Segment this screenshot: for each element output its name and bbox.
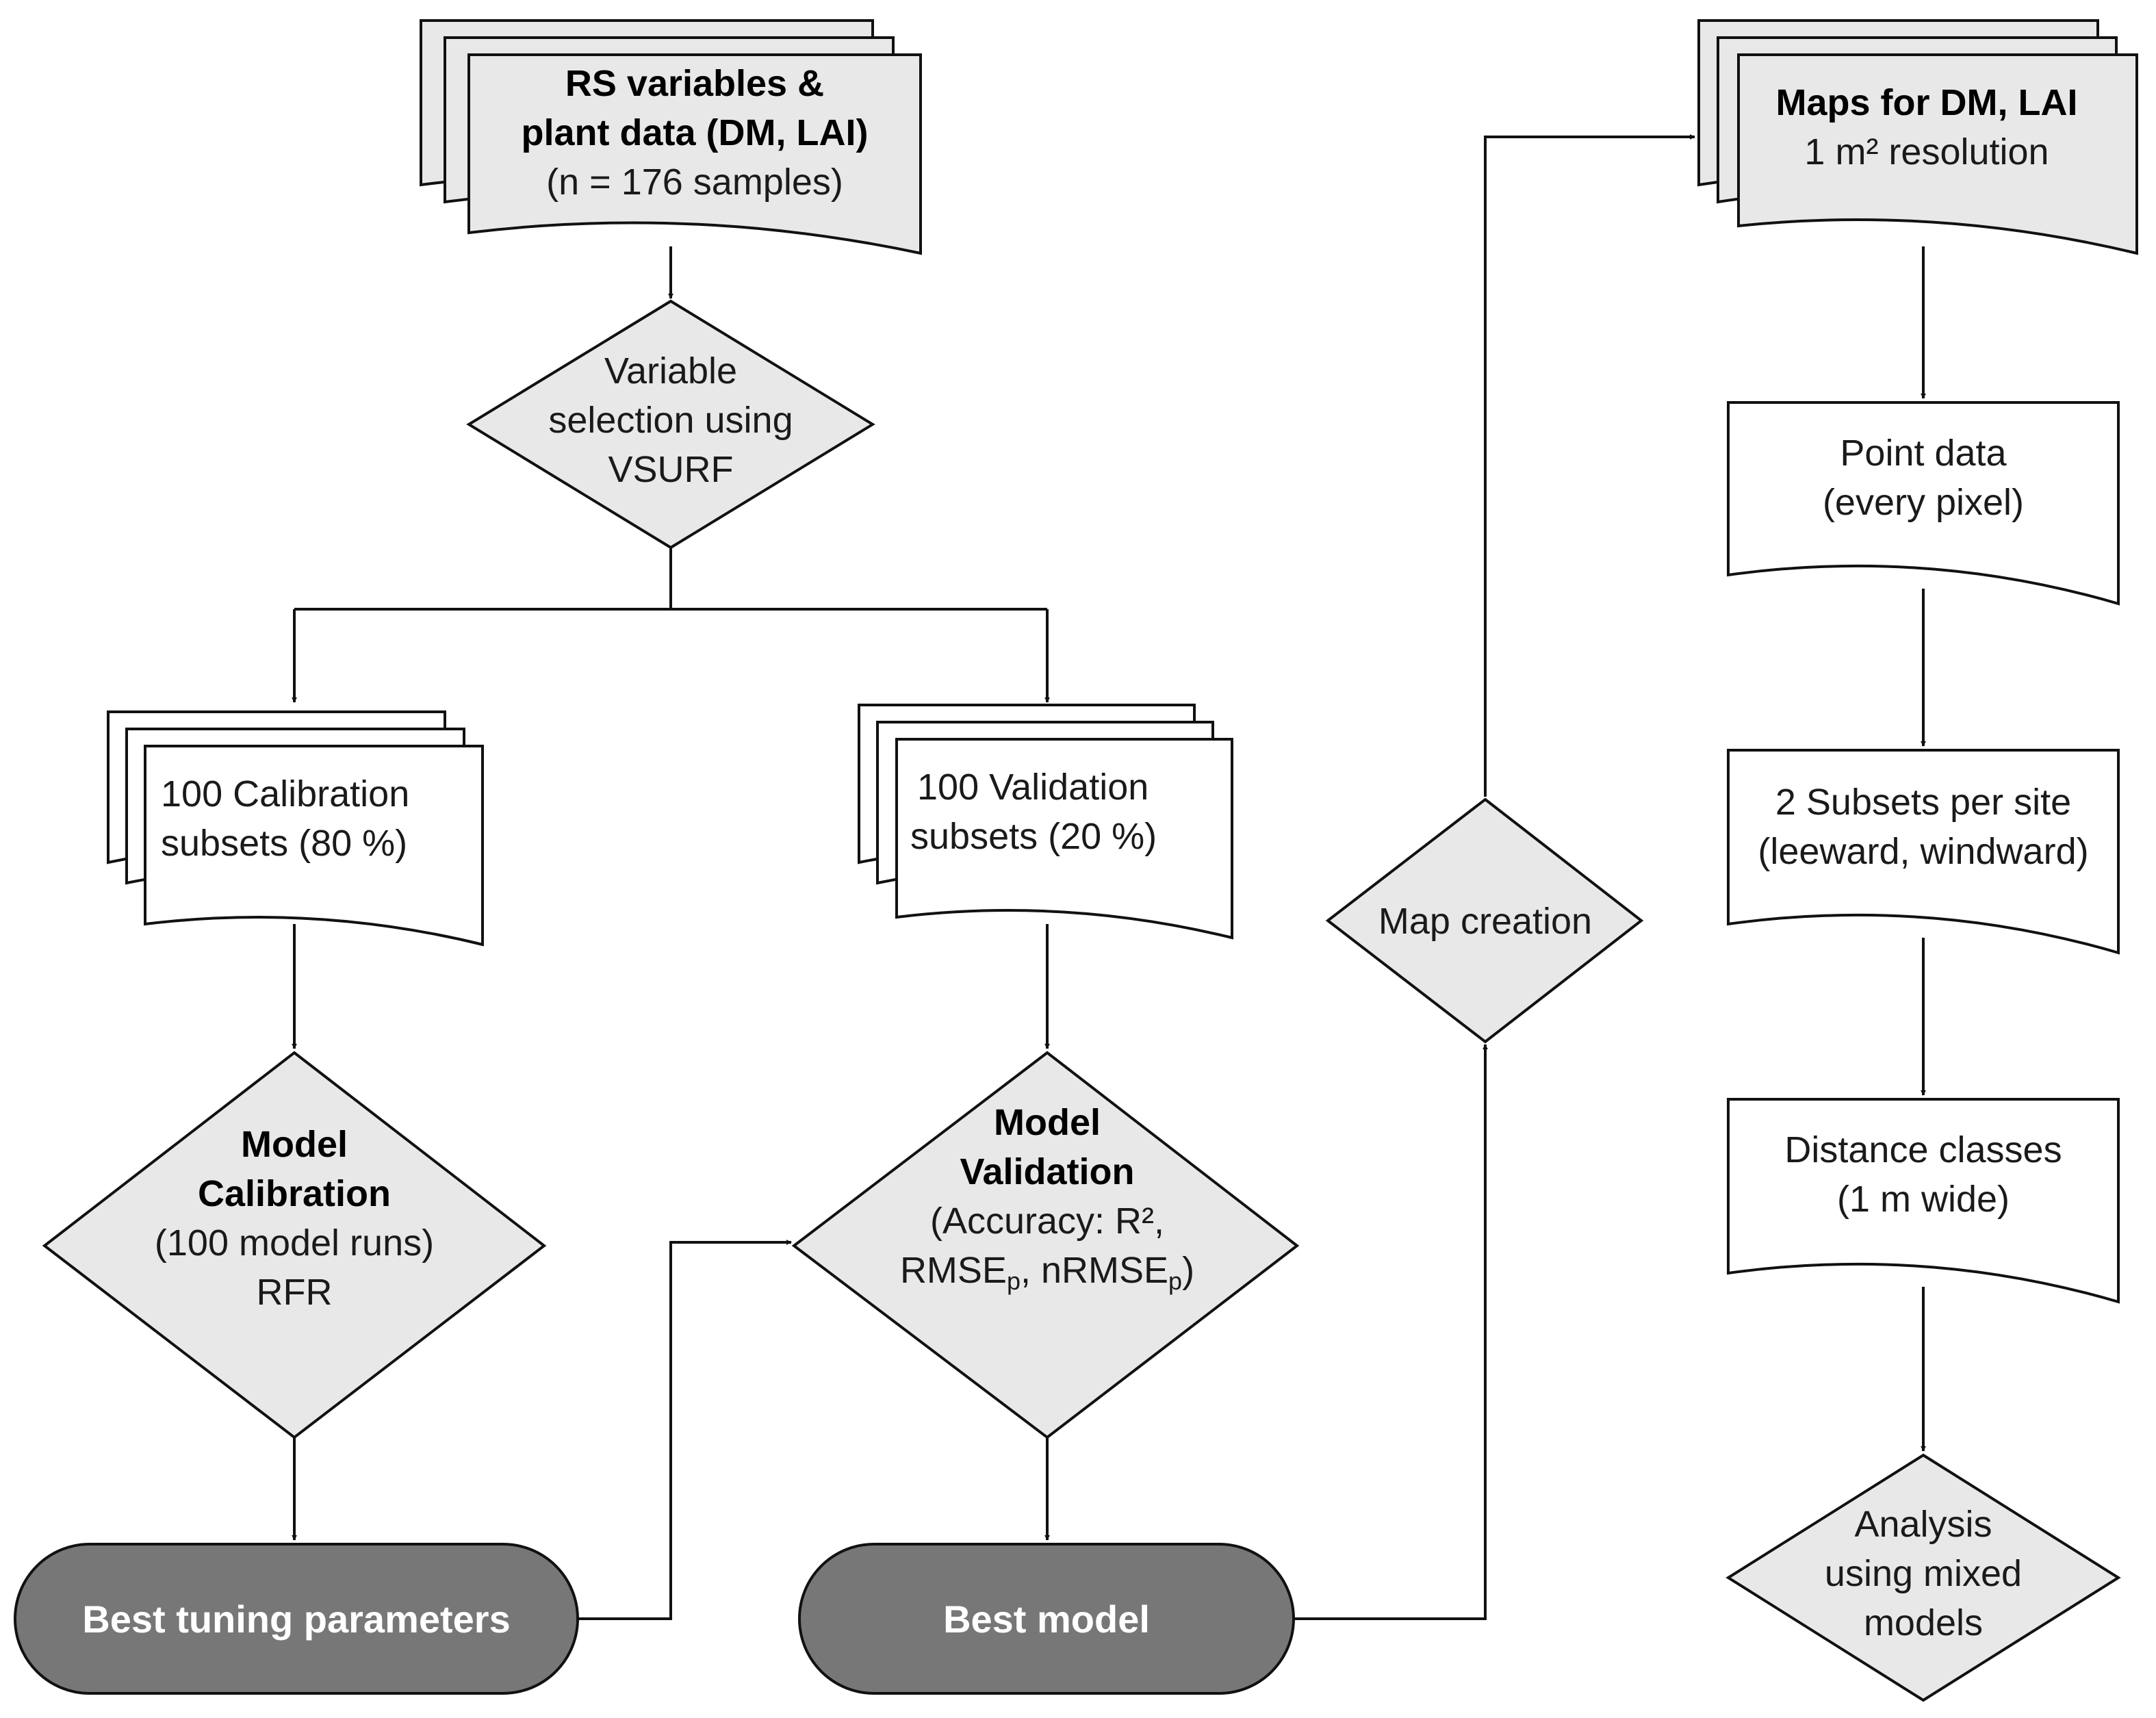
map-creation-node: Map creation (1325, 797, 1644, 1044)
calibration-subsets-line-2: subsets (80 %) (161, 823, 407, 864)
analysis-line-1: Analysis (1854, 1504, 1992, 1545)
model-calibration-title-1: Model (241, 1124, 348, 1165)
analysis-node: Analysis using mixed models (1725, 1453, 2121, 1702)
maps-node: Maps for DM, LAI 1 m² resolution (1697, 19, 2138, 255)
vsurf-node: Variable selection using VSURF (466, 299, 875, 550)
best-model-label: Best model (943, 1598, 1150, 1641)
maps-title: Maps for DM, LAI (1776, 82, 2078, 123)
best-tuning-terminal (14, 1543, 579, 1695)
model-calibration-line-3: (100 model runs) (155, 1222, 434, 1264)
connectors (292, 134, 1926, 1620)
model-validation-node: Model Validation (Accuracy: R², RMSEp, n… (791, 1051, 1300, 1439)
doc-layer-front (467, 53, 922, 255)
close-paren: ) (1182, 1250, 1194, 1291)
point-data-document (1727, 401, 2120, 606)
model-validation-diamond (791, 1051, 1300, 1439)
validation-subsets-line-2: subsets (20 %) (910, 816, 1157, 857)
doc-layer-front (895, 738, 1233, 940)
rs-data-node: RS variables & plant data (DM, LAI) (n =… (420, 19, 922, 255)
analysis-line-3: models (1864, 1602, 1983, 1643)
calibration-subsets-node: 100 Calibration subsets (80 %) (107, 710, 484, 947)
rs-data-title-2: plant data (DM, LAI) (522, 112, 869, 153)
model-calibration-title-2: Calibration (198, 1173, 391, 1214)
model-calibration-line-4: RFR (257, 1272, 333, 1313)
calibration-subsets-line-1: 100 Calibration (161, 773, 409, 815)
model-calibration-diamond (42, 1051, 547, 1439)
map-creation-diamond (1325, 797, 1644, 1044)
subsets-site-line-2: (leeward, windward) (1758, 831, 2088, 872)
map-creation-label: Map creation (1378, 901, 1592, 942)
maps-subtitle: 1 m² resolution (1804, 131, 2049, 172)
subsets-site-document (1727, 749, 2120, 955)
analysis-line-2: using mixed (1825, 1553, 2022, 1594)
distance-classes-document (1727, 1098, 2120, 1304)
best-tuning-label: Best tuning parameters (82, 1598, 511, 1641)
distance-classes-line-1: Distance classes (1784, 1129, 2062, 1170)
doc-layer-front (144, 745, 484, 947)
rmse-label: RMSE (900, 1250, 1007, 1291)
vsurf-line-1: Variable (604, 350, 737, 392)
analysis-diamond (1725, 1453, 2121, 1702)
point-data-node: Point data (every pixel) (1727, 401, 2120, 606)
point-data-line-1: Point data (1840, 433, 2007, 474)
rs-data-subtitle: (n = 176 samples) (546, 162, 843, 203)
vsurf-diamond (466, 299, 875, 550)
vsurf-line-3: VSURF (608, 449, 733, 490)
model-validation-line-3: (Accuracy: R², (930, 1201, 1164, 1242)
validation-subsets-line-1: 100 Validation (917, 767, 1148, 808)
nrmse-subscript: p (1168, 1267, 1182, 1295)
model-validation-line-4: RMSEp, nRMSEp) (900, 1250, 1194, 1295)
distance-classes-line-2: (1 m wide) (1837, 1179, 2010, 1220)
arrow-map-creation-to-maps (1484, 134, 1695, 797)
validation-subsets-node: 100 Validation subsets (20 %) (858, 704, 1233, 940)
model-validation-title-2: Validation (960, 1151, 1134, 1192)
best-model-terminal (798, 1543, 1295, 1695)
nrmse-label: , nRMSE (1021, 1250, 1168, 1291)
model-validation-title-1: Model (994, 1102, 1101, 1143)
point-data-line-2: (every pixel) (1823, 482, 2024, 523)
model-calibration-node: Model Calibration (100 model runs) RFR (42, 1051, 547, 1439)
rmse-subscript: p (1007, 1267, 1021, 1295)
doc-layer-front (1737, 53, 2138, 255)
arrow-best-model-to-map-creation (1294, 1044, 1488, 1620)
distance-classes-node: Distance classes (1 m wide) (1727, 1098, 2120, 1304)
rs-data-title: RS variables & (565, 63, 824, 104)
vsurf-line-2: selection using (548, 400, 793, 441)
subsets-site-node: 2 Subsets per site (leeward, windward) (1727, 749, 2120, 955)
subsets-site-line-1: 2 Subsets per site (1775, 782, 2071, 823)
arrow-best-tuning-to-model-val (578, 1240, 792, 1620)
best-model-node: Best model (798, 1543, 1295, 1695)
best-tuning-node: Best tuning parameters (14, 1543, 579, 1695)
